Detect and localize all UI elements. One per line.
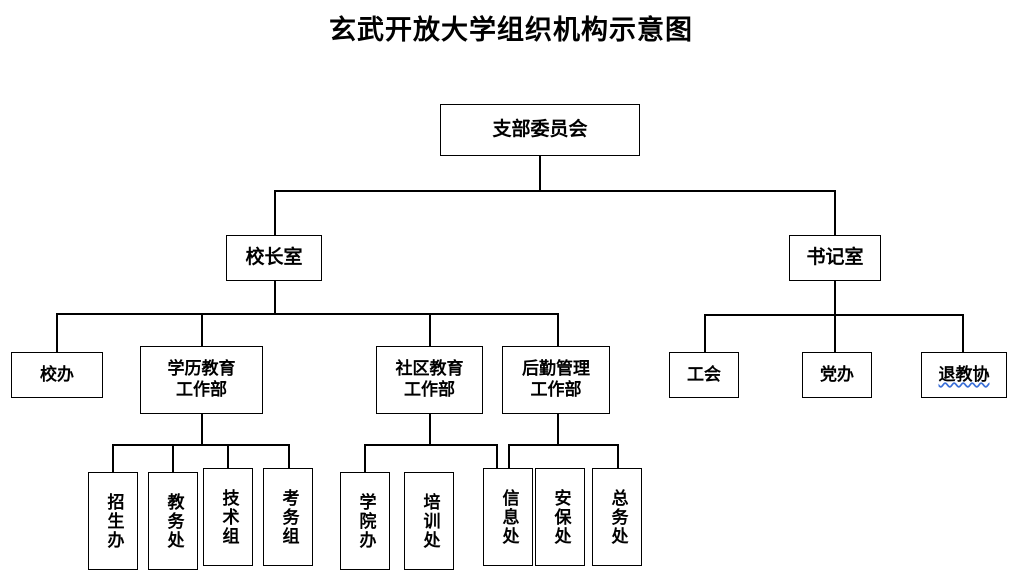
node-training-office[interactable]: 培训处 — [404, 472, 454, 570]
node-label: 支部委员会 — [492, 118, 588, 141]
connector-community-bus — [364, 444, 498, 446]
connector-principal-stem — [274, 281, 276, 314]
connector-secretary-bus — [704, 314, 963, 316]
connector-to-union — [704, 314, 706, 352]
node-label: 工会 — [687, 364, 721, 385]
node-principal-office[interactable]: 校长室 — [226, 235, 322, 281]
node-label: 后勤管理 工作部 — [522, 359, 590, 400]
connector-secretary-stem — [834, 281, 836, 315]
node-party-branch-committee[interactable]: 支部委员会 — [440, 104, 640, 156]
node-label: 校长室 — [245, 246, 303, 269]
node-general-affairs-office[interactable]: 总务处 — [592, 468, 642, 566]
node-examination-group[interactable]: 考务组 — [263, 468, 313, 566]
node-label: 技术组 — [218, 488, 239, 546]
node-school-office[interactable]: 校办 — [11, 352, 103, 398]
connector-to-diploma-dept — [201, 313, 203, 352]
node-logistics-management-dept[interactable]: 后勤管理 工作部 — [502, 346, 610, 414]
connector-level2-bus — [274, 190, 836, 192]
connector-to-admissions — [112, 444, 114, 472]
connector-logistics-bus — [508, 444, 619, 446]
node-label: 学历教育 工作部 — [167, 359, 236, 400]
node-college-office[interactable]: 学院办 — [340, 472, 390, 570]
node-retired-teachers-association[interactable]: 退教协 — [921, 352, 1007, 398]
node-technology-group[interactable]: 技术组 — [203, 468, 253, 566]
node-secretary-office[interactable]: 书记室 — [789, 235, 881, 281]
node-label: 社区教育 工作部 — [395, 359, 464, 400]
node-information-office[interactable]: 信息处 — [483, 468, 533, 566]
node-label: 书记室 — [806, 246, 864, 269]
connector-to-secretary — [834, 190, 836, 235]
connector-to-tech-group — [227, 444, 229, 472]
node-academic-affairs-office[interactable]: 教务处 — [148, 472, 198, 570]
node-security-office[interactable]: 安保处 — [535, 468, 585, 566]
connector-principal-bus — [56, 313, 559, 315]
node-label: 党办 — [820, 364, 854, 385]
connector-root-stem — [539, 156, 541, 192]
node-label: 招生办 — [103, 492, 124, 550]
node-labor-union[interactable]: 工会 — [669, 352, 739, 398]
connector-to-academic-affairs — [172, 444, 174, 472]
connector-to-party-office — [834, 314, 836, 352]
connector-logistics-stem — [557, 414, 559, 446]
node-admissions-office[interactable]: 招生办 — [88, 472, 138, 570]
node-label: 安保处 — [550, 488, 571, 546]
node-label: 考务组 — [278, 488, 299, 546]
node-label: 培训处 — [419, 492, 440, 550]
node-community-education-dept[interactable]: 社区教育 工作部 — [376, 346, 483, 414]
node-diploma-education-dept[interactable]: 学历教育 工作部 — [140, 346, 263, 414]
connector-to-exam-group — [288, 444, 290, 472]
node-label: 信息处 — [498, 488, 519, 546]
connector-to-logistics-dept — [557, 313, 559, 352]
connector-to-security-office — [617, 444, 619, 472]
connector-to-principal — [274, 190, 276, 235]
connector-diploma-stem — [201, 414, 203, 446]
node-label: 学院办 — [355, 492, 376, 550]
connector-to-school-office — [56, 313, 58, 352]
connector-to-retired-assoc — [962, 314, 964, 352]
node-label: 总务处 — [607, 488, 628, 546]
node-label: 退教协 — [938, 364, 990, 385]
connector-to-college-office — [364, 444, 366, 472]
connector-to-info-office — [508, 444, 510, 472]
node-label: 校办 — [40, 364, 74, 385]
connector-to-training-office — [496, 444, 498, 472]
connector-to-community-dept — [429, 313, 431, 352]
node-label: 教务处 — [163, 492, 184, 550]
node-party-office[interactable]: 党办 — [802, 352, 872, 398]
page-title: 玄武开放大学组织机构示意图 — [329, 15, 693, 46]
connector-diploma-bus — [112, 444, 289, 446]
connector-community-stem — [429, 414, 431, 446]
